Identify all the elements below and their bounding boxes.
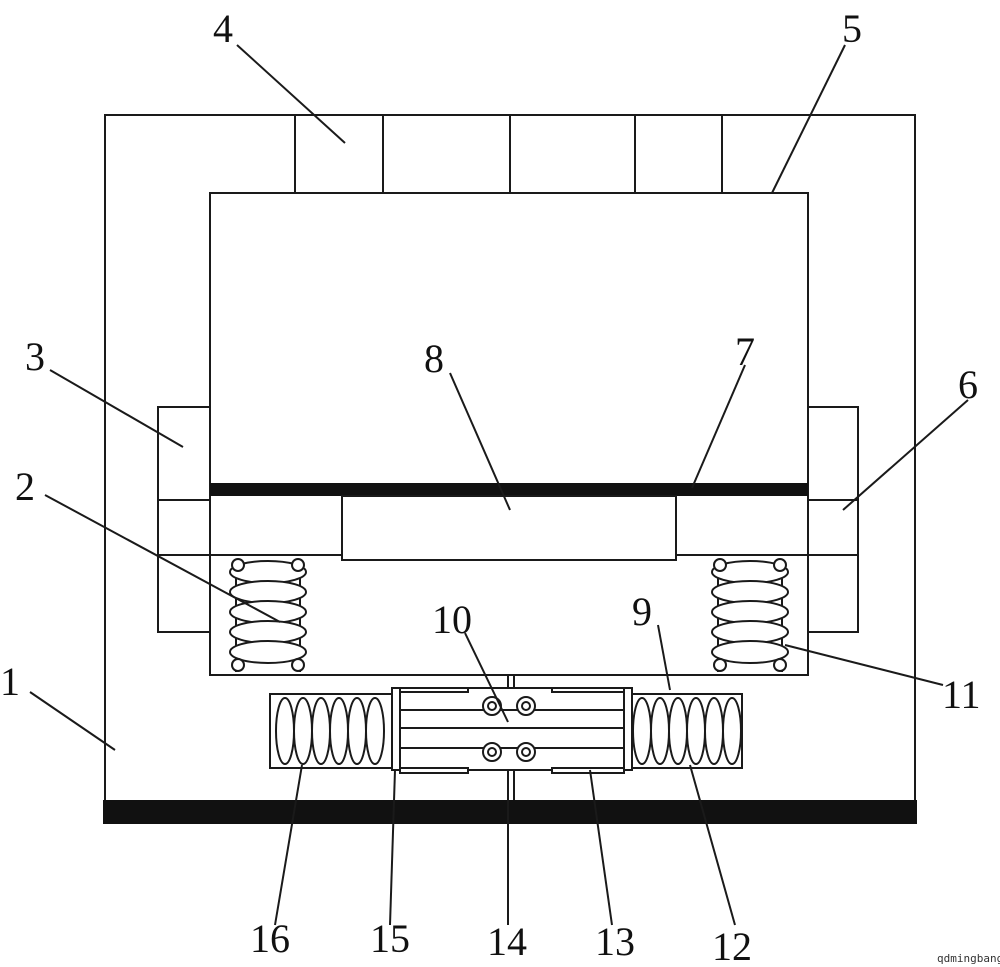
label-6: 6 [958,362,978,407]
label-4: 4 [213,6,233,51]
label-1: 1 [0,659,20,704]
left-vertical-spring [229,558,307,672]
label-12: 12 [712,924,752,967]
top-partitions [294,115,723,193]
label-10: 10 [432,597,472,642]
label-9: 9 [632,589,652,634]
right-side-block [807,406,859,633]
label-5: 5 [842,6,862,51]
label-15: 15 [370,916,410,961]
label-11: 11 [942,672,981,717]
clamp-assembly [391,687,633,774]
label-7: 7 [735,329,755,374]
label-2: 2 [15,464,35,509]
label-14: 14 [487,919,527,964]
right-horizontal-spring [624,693,743,769]
left-side-block [157,406,211,633]
label-16: 16 [250,916,290,961]
label-3: 3 [25,334,45,379]
leader-lines [29,44,969,926]
watermark: qdmingbang [937,952,1000,965]
left-horizontal-spring [269,693,396,769]
right-vertical-spring [711,558,789,672]
inner-body [209,192,809,676]
label-8: 8 [424,336,444,381]
black-plate [210,483,808,496]
base-bar [103,800,917,824]
label-13: 13 [595,919,635,964]
bolts [482,696,536,762]
